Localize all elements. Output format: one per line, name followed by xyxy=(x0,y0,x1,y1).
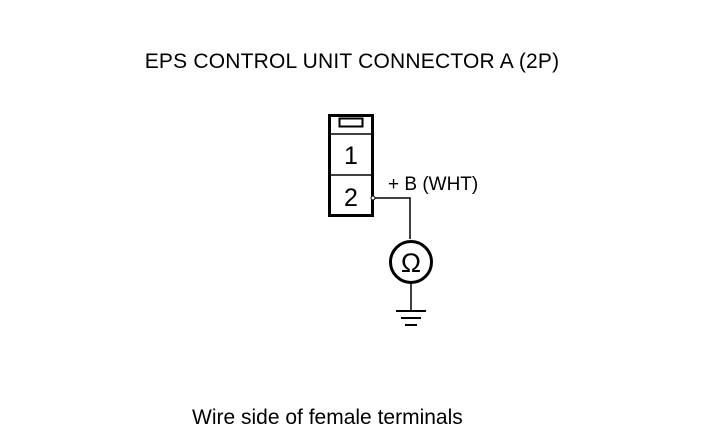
diagram-title: EPS CONTROL UNIT CONNECTOR A (2P) xyxy=(144,50,560,73)
pin-2-label: 2 xyxy=(344,184,358,212)
probe-lead xyxy=(372,197,411,239)
connector: 1 2 xyxy=(328,114,374,217)
connector-lock-tab xyxy=(338,117,364,128)
probe-tip xyxy=(370,195,376,201)
ohmmeter-ring xyxy=(389,240,433,284)
diagram-caption: Wire side of female terminals xyxy=(192,406,463,429)
connector-housing xyxy=(328,114,374,217)
probe-label: + B (WHT) xyxy=(388,174,478,195)
probe-wire xyxy=(370,195,411,239)
pin-1-label: 1 xyxy=(344,142,358,170)
ohm-symbol: Ω xyxy=(401,248,421,278)
ground-icon xyxy=(396,283,426,326)
ohmmeter-icon: Ω xyxy=(389,240,433,284)
